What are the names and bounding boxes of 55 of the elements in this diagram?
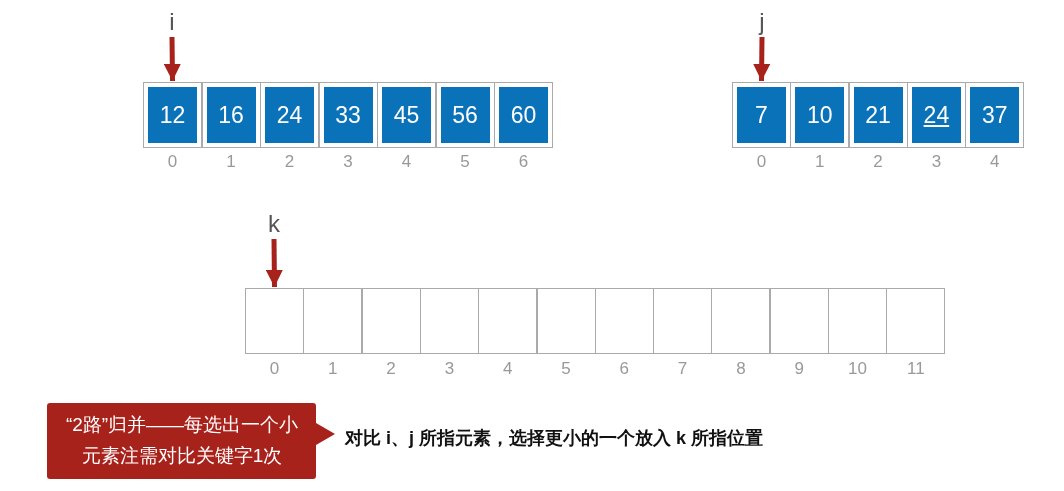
empty-array-cell bbox=[828, 288, 887, 354]
index-number: 1 bbox=[814, 152, 826, 172]
index-number: 7 bbox=[676, 359, 689, 379]
empty-array-cell bbox=[886, 288, 946, 354]
empty-array-cell bbox=[361, 288, 421, 354]
index-number: 1 bbox=[327, 359, 339, 379]
index-number: 6 bbox=[618, 359, 631, 379]
array-cell: 56 bbox=[435, 82, 495, 148]
empty-array-cell bbox=[419, 288, 479, 354]
array-cell: 10 bbox=[790, 82, 850, 148]
pointer-label: j bbox=[752, 8, 772, 36]
pointer-arrow bbox=[753, 36, 771, 82]
pointer-arrow bbox=[163, 36, 181, 82]
index-number: 10 bbox=[847, 359, 868, 379]
callout-box: “2路”归并——每选出一个小元素注需对比关键字1次 bbox=[47, 403, 337, 479]
index-number: 4 bbox=[501, 359, 514, 379]
empty-array-cell bbox=[245, 288, 304, 354]
index-number: 11 bbox=[905, 359, 926, 379]
pointer-label: i bbox=[162, 8, 182, 36]
empty-array-cell bbox=[594, 288, 654, 354]
empty-array-cell bbox=[536, 288, 596, 354]
index-number: 6 bbox=[517, 152, 530, 172]
pointer-arrow bbox=[265, 238, 283, 288]
index-number: 5 bbox=[560, 359, 572, 379]
array-cell: 7 bbox=[732, 82, 791, 148]
index-number: 4 bbox=[988, 152, 1001, 172]
array-cell: 21 bbox=[848, 82, 908, 148]
index-number: 3 bbox=[443, 359, 456, 379]
index-number: 3 bbox=[342, 152, 354, 172]
index-number: 5 bbox=[459, 152, 471, 172]
empty-array-cell bbox=[769, 288, 829, 354]
index-number: 1 bbox=[225, 152, 237, 172]
empty-array-cell bbox=[303, 288, 363, 354]
empty-array-cell bbox=[711, 288, 771, 354]
array-cell: 45 bbox=[377, 82, 436, 148]
array-cell: 12 bbox=[143, 82, 202, 148]
index-number: 9 bbox=[793, 359, 805, 379]
index-number: 0 bbox=[166, 152, 179, 172]
index-number: 3 bbox=[930, 152, 943, 172]
array-cell: 24 bbox=[260, 82, 319, 148]
empty-array-cell bbox=[478, 288, 538, 354]
empty-array-cell bbox=[653, 288, 713, 354]
index-number: 2 bbox=[872, 152, 884, 172]
index-number: 4 bbox=[400, 152, 413, 172]
array-cell: 24 bbox=[906, 82, 966, 148]
index-number: 2 bbox=[385, 359, 397, 379]
index-number: 2 bbox=[283, 152, 296, 172]
index-number: 0 bbox=[755, 152, 768, 172]
array-cell: 33 bbox=[318, 82, 378, 148]
array-cell: 16 bbox=[201, 82, 261, 148]
array-cell: 37 bbox=[965, 82, 1025, 148]
pointer-label: k bbox=[264, 210, 284, 238]
index-number: 8 bbox=[735, 359, 747, 379]
index-number: 0 bbox=[268, 359, 281, 379]
array-cell: 60 bbox=[494, 82, 553, 148]
